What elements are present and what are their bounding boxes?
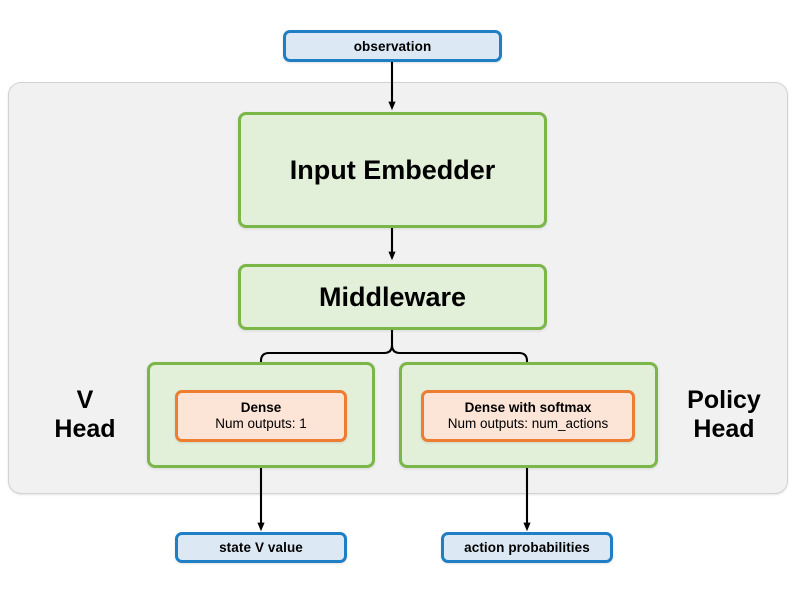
- middleware-label: Middleware: [318, 281, 467, 312]
- node-state-v-value[interactable]: state V value: [175, 532, 347, 563]
- policy-head-dense-title: Dense with softmax: [464, 400, 592, 416]
- label-v-head: V Head: [30, 382, 140, 448]
- v-head-dense-subtitle: Num outputs: 1: [215, 416, 307, 431]
- node-observation[interactable]: observation: [283, 30, 502, 62]
- policy-head-label-line1: Policy: [687, 386, 761, 414]
- state-v-value-label: state V value: [219, 540, 303, 555]
- node-middleware[interactable]: Middleware: [238, 264, 547, 330]
- node-input-embedder[interactable]: Input Embedder: [238, 112, 547, 228]
- policy-head-dense-subtitle: Num outputs: num_actions: [447, 416, 609, 431]
- v-head-dense-title: Dense: [240, 400, 282, 416]
- action-probabilities-label: action probabilities: [464, 540, 590, 555]
- label-policy-head: Policy Head: [664, 377, 784, 453]
- policy-head-label-line2: Head: [693, 415, 755, 443]
- node-v-head-dense[interactable]: Dense Num outputs: 1: [175, 390, 347, 442]
- v-head-label-line2: Head: [54, 415, 116, 443]
- v-head-label-line1: V: [76, 386, 94, 414]
- node-policy-head-dense[interactable]: Dense with softmax Num outputs: num_acti…: [421, 390, 635, 442]
- observation-label: observation: [353, 38, 432, 54]
- input-embedder-label: Input Embedder: [289, 154, 496, 185]
- node-action-probabilities[interactable]: action probabilities: [441, 532, 613, 563]
